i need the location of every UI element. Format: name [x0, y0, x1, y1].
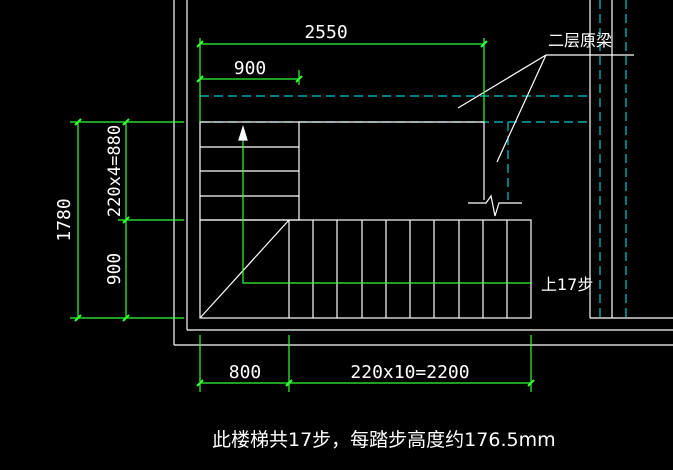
tick: [122, 216, 130, 224]
stair-note: 此楼梯共17步，每踏步高度约176.5mm: [212, 429, 556, 451]
beam-label: 二层原梁: [548, 31, 612, 50]
landing-diagonal: [199, 219, 290, 319]
wall-lines: [173, 0, 673, 346]
tick: [74, 314, 82, 322]
walk-direction-arrow: [238, 124, 532, 284]
tick: [295, 75, 303, 83]
up-steps-label: 上17步: [541, 275, 593, 294]
stair-geometry: [199, 121, 532, 319]
tick: [122, 118, 130, 126]
tick: [122, 314, 130, 322]
dimension-lines: [70, 38, 532, 392]
arrow-head: [238, 124, 248, 141]
dim-total-width-text: 2550: [304, 22, 347, 43]
dimension-ticks: [74, 40, 535, 387]
walk-path: [242, 132, 532, 284]
tick: [480, 40, 488, 48]
dim-landing-depth-text: 800: [229, 362, 262, 383]
tick: [196, 40, 204, 48]
leader-line-2: [496, 54, 547, 163]
leader-line-1: [457, 54, 547, 109]
lower-flight-outline: [199, 219, 532, 319]
dim-upper-rise-text: 220x4=880: [105, 125, 125, 217]
tick: [527, 379, 535, 387]
tick: [196, 379, 204, 387]
tick: [196, 75, 204, 83]
lower-risers: [288, 220, 508, 318]
dim-total-height-text: 1780: [54, 198, 75, 241]
dim-lower-rise-text: 900: [104, 253, 125, 286]
break-line: [468, 194, 522, 217]
tick: [285, 379, 293, 387]
beam-leader: [457, 54, 634, 163]
dim-top-left-width-text: 900: [234, 58, 267, 79]
tick: [74, 118, 82, 126]
dim-lower-run-text: 220x10=2200: [350, 362, 469, 383]
